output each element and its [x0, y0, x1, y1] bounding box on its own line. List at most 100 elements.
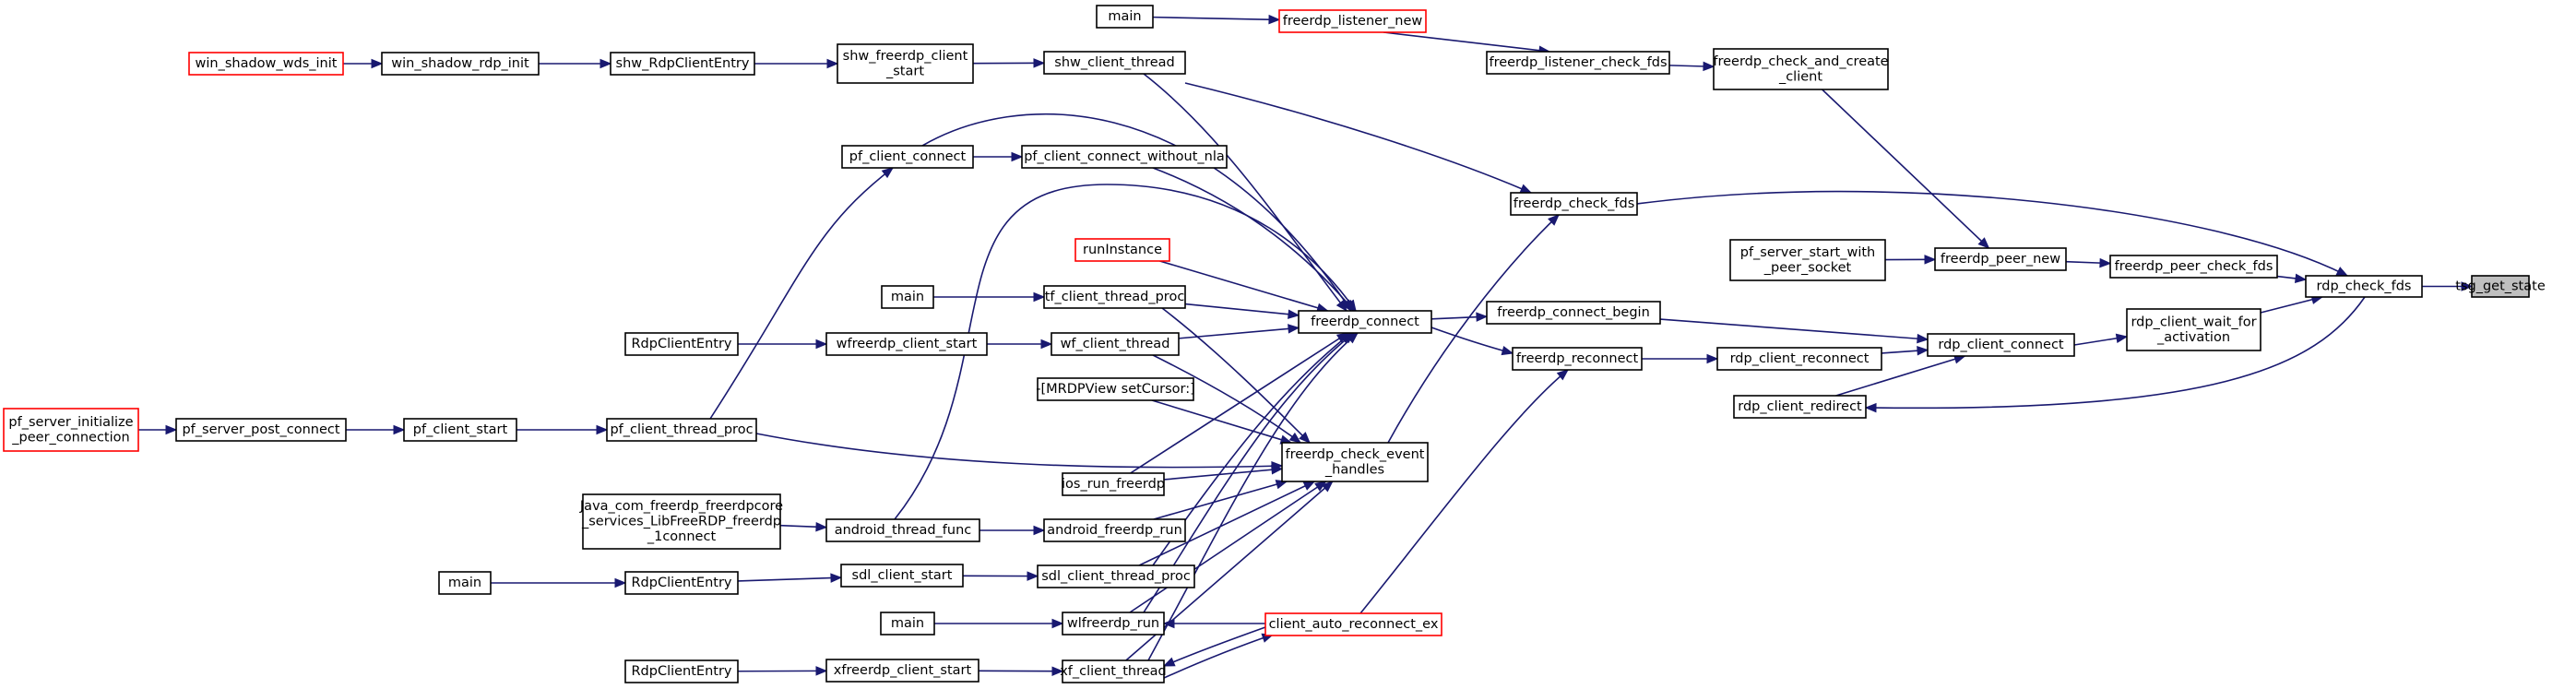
edge-line: [1129, 481, 1327, 613]
node-mrdpview-setcursor[interactable]: -[MRDPView setCursor:]: [1036, 377, 1195, 401]
node-rdp-client-connect[interactable]: rdp_client_connect: [1927, 333, 2075, 357]
node-pf-server-start-with-peer-socket[interactable]: pf_server_start_with_peer_socket: [1729, 239, 1886, 281]
edge-line: [1865, 296, 2366, 410]
node-tf-client-thread-proc[interactable]: tf_client_thread_proc: [1043, 285, 1186, 309]
edge-arrowhead: [1162, 657, 1176, 667]
node-label: _services_LibFreeRDP_freerdp: [581, 515, 781, 529]
node-shw-client-thread[interactable]: shw_client_thread: [1043, 51, 1186, 75]
node-pf-server-post-connect[interactable]: pf_server_post_connect: [175, 418, 347, 442]
edge-line: [1387, 214, 1560, 444]
node-freerdp-connect-begin[interactable]: freerdp_connect_begin: [1486, 301, 1661, 325]
edge-wfreerdp-client-start-to-wf-client-thread: [987, 339, 1053, 350]
node-label: rdp_check_fds: [2317, 279, 2412, 294]
edge-pf-client-thread-proc-to-freerdp-check-event-handles: [755, 433, 1284, 471]
node-freerdp-peer-new[interactable]: freerdp_peer_new: [1934, 247, 2067, 271]
edge-arrowhead: [1321, 481, 1334, 493]
edge-freerdp-check-and-create-client-to-freerdp-peer-new: [1822, 89, 1990, 249]
node-pf-client-thread-proc[interactable]: pf_client_thread_proc: [606, 418, 757, 442]
node-label: wlfreerdp_run: [1067, 616, 1159, 631]
node-label: -[MRDPView setCursor:]: [1036, 382, 1195, 397]
edge-line: [1138, 481, 1315, 566]
node-box: [1043, 518, 1186, 542]
edge-arrowhead: [599, 58, 612, 69]
node-pf-server-initialize-peer-connection[interactable]: pf_server_initialize_peer_connection: [3, 408, 139, 452]
node-main-wl[interactable]: main: [880, 612, 935, 636]
node-label: freerdp_check_fds: [1514, 196, 1635, 211]
node-freerdp-listener-new[interactable]: freerdp_listener_new: [1278, 9, 1427, 33]
node-label: main: [1108, 9, 1141, 24]
node-sdl-client-start[interactable]: sdl_client_start: [840, 564, 964, 588]
node-main-tf[interactable]: main: [881, 285, 934, 309]
node-java-jni[interactable]: Java_com_freerdp_freerdpcore_services_Li…: [579, 493, 783, 550]
node-freerdp-connect[interactable]: freerdp_connect: [1298, 310, 1432, 334]
node-label: sdl_client_thread_proc: [1041, 569, 1191, 584]
node-android-thread-func[interactable]: android_thread_func: [825, 518, 980, 542]
node-xf-client-thread[interactable]: xf_client_thread: [1060, 659, 1167, 683]
edge-arrowhead: [1917, 346, 1929, 356]
edge-line: [894, 184, 1357, 520]
node-win-shadow-rdp-init[interactable]: win_shadow_rdp_init: [381, 52, 540, 76]
node-rdp-client-reconnect[interactable]: rdp_client_reconnect: [1716, 347, 1882, 371]
node-box: [1486, 301, 1661, 325]
node-rdp-client-redirect[interactable]: rdp_client_redirect: [1733, 395, 1867, 419]
node-client-auto-reconnect-ex[interactable]: client_auto_reconnect_ex: [1264, 612, 1442, 636]
node-wlfreerdp-run[interactable]: wlfreerdp_run: [1062, 612, 1165, 636]
node-box: [825, 659, 979, 683]
node-pf-client-start[interactable]: pf_client_start: [403, 418, 517, 442]
edge-tf-client-thread-proc-to-freerdp-check-event-handles: [1161, 307, 1311, 444]
node-rdpcliententry-xf[interactable]: RdpClientEntry: [624, 659, 739, 683]
edge-arrowhead: [826, 58, 839, 69]
node-tsg-get-state[interactable]: tsg_get_state: [2455, 275, 2546, 298]
edge-arrowhead: [815, 522, 828, 532]
node-pf-client-connect[interactable]: pf_client_connect: [841, 145, 974, 169]
edge-rdpcliententry-xf-to-xfreerdp-client-start: [737, 666, 828, 676]
node-rdp-client-wait-for-activation[interactable]: rdp_client_wait_for_activation: [2126, 308, 2261, 351]
edge-arrowhead: [1033, 291, 1046, 303]
edge-line: [1835, 355, 1965, 397]
node-freerdp-check-and-create-client[interactable]: freerdp_check_and_create_client: [1713, 48, 1889, 90]
node-freerdp-listener-check-fds[interactable]: freerdp_listener_check_fds: [1486, 51, 1670, 75]
edge-arrowhead: [1977, 237, 1990, 249]
edge-line: [1636, 190, 2348, 277]
node-freerdp-check-fds[interactable]: freerdp_check_fds: [1510, 192, 1638, 216]
node-box: [837, 43, 974, 84]
edge-win-shadow-wds-init-to-win-shadow-rdp-init: [343, 58, 384, 69]
edge-arrowhead: [1556, 369, 1570, 381]
node-runinstance[interactable]: runInstance: [1074, 238, 1170, 262]
edge-line: [1161, 307, 1311, 444]
node-box: [2109, 255, 2278, 279]
node-rdp-check-fds[interactable]: rdp_check_fds: [2305, 275, 2423, 298]
edge-shw-rdpcliententry-to-shw-freerdp-client-start: [754, 58, 839, 69]
node-freerdp-reconnect[interactable]: freerdp_reconnect: [1512, 347, 1643, 371]
node-main-top[interactable]: main: [1096, 5, 1154, 29]
edge-android-thread-func-to-freerdp-connect: [894, 184, 1357, 520]
node-box: [1037, 564, 1195, 588]
node-sdl-client-thread-proc[interactable]: sdl_client_thread_proc: [1037, 564, 1195, 588]
node-box: [1021, 145, 1228, 169]
node-box: [1298, 310, 1432, 334]
node-wf-client-thread[interactable]: wf_client_thread: [1051, 332, 1180, 356]
node-shw-rdpcliententry[interactable]: shw_RdpClientEntry: [610, 52, 755, 76]
node-rdpcliententry-wf[interactable]: RdpClientEntry: [624, 332, 739, 356]
node-box: [2126, 308, 2261, 351]
edge-shw-client-thread-to-freerdp-check-fds: [1184, 82, 1533, 194]
node-main-sdl[interactable]: main: [438, 571, 492, 595]
edge-arrowhead: [1027, 571, 1039, 581]
node-rdpcliententry-sdl[interactable]: RdpClientEntry: [624, 571, 739, 595]
node-ios-run-freerdp[interactable]: ios_run_freerdp: [1062, 472, 1165, 496]
node-shw-freerdp-client-start[interactable]: shw_freerdp_client_start: [837, 43, 974, 84]
node-freerdp-check-event-handles[interactable]: freerdp_check_event_handles: [1281, 442, 1429, 482]
edge-arrowhead: [1288, 309, 1300, 319]
node-box: [1043, 51, 1186, 75]
node-label: _peer_socket: [1763, 260, 1852, 275]
node-android-freerdp-run[interactable]: android_freerdp_run: [1043, 518, 1186, 542]
edge-rdp-client-wait-for-activation-to-rdp-check-fds: [2260, 294, 2324, 314]
node-box: [1281, 442, 1429, 482]
edge-arrowhead: [815, 666, 828, 676]
node-win-shadow-wds-init[interactable]: win_shadow_wds_init: [188, 52, 344, 76]
node-wfreerdp-client-start[interactable]: wfreerdp_client_start: [825, 332, 988, 356]
edge-shw-client-thread-to-freerdp-connect: [1143, 73, 1347, 313]
node-xfreerdp-client-start[interactable]: xfreerdp_client_start: [825, 659, 979, 683]
node-pf-client-connect-without-nla[interactable]: pf_client_connect_without_nla: [1021, 145, 1228, 169]
node-freerdp-peer-check-fds[interactable]: freerdp_peer_check_fds: [2109, 255, 2278, 279]
